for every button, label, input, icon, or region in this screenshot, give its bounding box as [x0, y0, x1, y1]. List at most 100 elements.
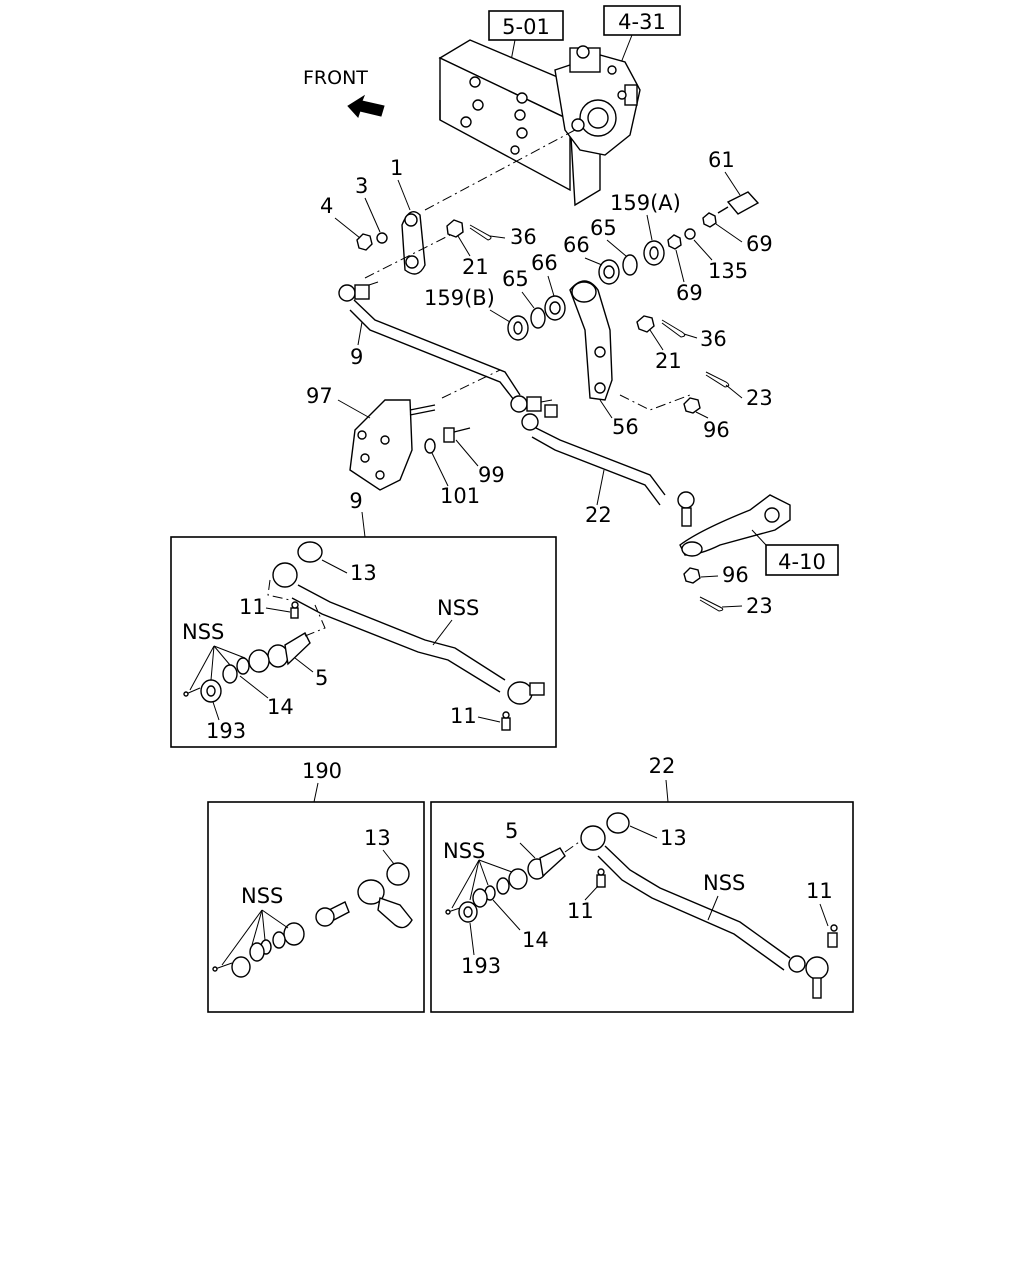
- callout-3: 3: [355, 174, 381, 233]
- svg-text:14: 14: [267, 695, 294, 719]
- dust-cover-part-13-190[interactable]: [386, 862, 410, 886]
- detail-22-callout-193: 193: [461, 922, 501, 978]
- seal-part-159b[interactable]: [507, 315, 529, 341]
- nut-part-69-lower[interactable]: [667, 234, 682, 250]
- svg-text:5: 5: [315, 666, 328, 690]
- svg-text:23: 23: [746, 594, 773, 618]
- callout-23-upper: 23: [725, 384, 773, 410]
- svg-text:36: 36: [510, 225, 537, 249]
- detail-9-callout-11-upper: 11: [239, 595, 291, 619]
- svg-text:65: 65: [502, 267, 529, 291]
- grease-nipple-part-11-22-right[interactable]: [827, 924, 838, 948]
- idler-arm-part-56[interactable]: [569, 280, 613, 401]
- callout-22: 22: [585, 469, 612, 527]
- callout-56: 56: [599, 399, 639, 439]
- grease-nipple-part-11-upper[interactable]: [290, 601, 299, 619]
- detail-22-callout-nss-parts: NSS: [443, 839, 485, 863]
- callout-23-lower: 23: [721, 594, 773, 618]
- bearing-part-66-lower[interactable]: [544, 295, 566, 321]
- svg-text:21: 21: [655, 349, 682, 373]
- cotter-pin-part-36-lower[interactable]: [661, 319, 686, 338]
- svg-text:13: 13: [660, 826, 687, 850]
- bolt-part-61[interactable]: [717, 191, 760, 215]
- callout-99: 99: [455, 439, 505, 487]
- svg-text:5: 5: [505, 819, 518, 843]
- svg-text:36: 36: [700, 327, 727, 351]
- svg-text:NSS: NSS: [182, 620, 224, 644]
- detail-22-callout-14: 14: [492, 899, 549, 952]
- grease-nipple-part-11-22-left[interactable]: [596, 868, 606, 888]
- svg-text:NSS: NSS: [443, 839, 485, 863]
- drag-link-part-9[interactable]: [338, 281, 553, 413]
- svg-text:96: 96: [722, 563, 749, 587]
- ball-stud-part-5-22[interactable]: [527, 847, 566, 880]
- nut-part-69-upper[interactable]: [702, 212, 717, 228]
- ring-part-65-upper[interactable]: [622, 254, 638, 276]
- callout-1: 1: [390, 156, 411, 211]
- callout-21-upper: 21: [457, 235, 489, 279]
- svg-text:69: 69: [676, 281, 703, 305]
- svg-text:9: 9: [349, 489, 362, 513]
- cotter-pin-part-36-upper[interactable]: [469, 224, 492, 241]
- svg-text:13: 13: [350, 561, 377, 585]
- svg-text:193: 193: [206, 719, 246, 743]
- detail-panel-22: 22: [430, 754, 854, 1013]
- castle-nut-part-21-upper[interactable]: [446, 219, 464, 238]
- detail-22-callout-11-left: 11: [567, 885, 599, 923]
- castle-nut-part-21-lower[interactable]: [636, 315, 655, 333]
- ref-box-4-31[interactable]: 4-31: [603, 5, 681, 36]
- svg-text:65: 65: [590, 216, 617, 240]
- end-cap-part-193-22[interactable]: [458, 901, 478, 923]
- svg-text:FRONT: FRONT: [303, 67, 368, 89]
- detail-9-callout-14: 14: [239, 675, 294, 719]
- svg-text:NSS: NSS: [703, 871, 745, 895]
- dust-cover-part-13[interactable]: [297, 541, 323, 563]
- detail-panel-190: 190 13 NSS: [207, 759, 425, 1013]
- washer-part-3[interactable]: [376, 232, 388, 244]
- callout-101: 101: [431, 452, 480, 508]
- callout-159a: 159(A): [610, 191, 681, 241]
- dust-cover-part-13-22[interactable]: [606, 812, 630, 834]
- pitman-arm-part-1[interactable]: [401, 211, 426, 275]
- bolt-part-99[interactable]: [443, 427, 471, 443]
- seal-part-159a[interactable]: [643, 240, 665, 266]
- bracket-part-97[interactable]: [349, 399, 436, 491]
- washer-part-101[interactable]: [424, 438, 436, 454]
- svg-text:23: 23: [746, 386, 773, 410]
- svg-text:99: 99: [478, 463, 505, 487]
- callout-96-upper: 96: [695, 411, 730, 442]
- svg-text:101: 101: [440, 484, 480, 508]
- ref-box-5-01[interactable]: 5-01: [488, 10, 564, 41]
- nut-part-96-lower[interactable]: [683, 567, 701, 584]
- svg-text:97: 97: [306, 384, 333, 408]
- svg-text:14: 14: [522, 928, 549, 952]
- tie-rod-part-22[interactable]: [521, 404, 695, 527]
- lock-washer-part-135[interactable]: [684, 228, 696, 240]
- ring-part-65-lower[interactable]: [530, 307, 546, 329]
- callout-4: 4: [320, 194, 361, 239]
- callout-21-lower: 21: [649, 329, 682, 373]
- ball-stud-part-5[interactable]: [267, 632, 311, 668]
- callout-61: 61: [708, 148, 741, 196]
- detail-panel-9: 9: [170, 489, 557, 748]
- svg-text:193: 193: [461, 954, 501, 978]
- front-arrow-icon: [347, 94, 385, 118]
- callout-135: 135: [693, 239, 748, 283]
- svg-text:11: 11: [450, 704, 477, 728]
- nut-part-4[interactable]: [356, 233, 373, 251]
- detail-9-callout-13: 13: [321, 559, 377, 585]
- cotter-pin-part-23-upper[interactable]: [705, 371, 730, 388]
- detail-9-callout-5: 5: [294, 657, 328, 690]
- steering-gear-box: [554, 45, 641, 156]
- svg-text:22: 22: [585, 503, 612, 527]
- cotter-pin-part-23-lower[interactable]: [699, 596, 724, 612]
- grease-nipple-part-11-lower[interactable]: [501, 711, 511, 731]
- end-cap-part-193[interactable]: [200, 679, 222, 703]
- detail-22-callout-11-right: 11: [806, 879, 833, 927]
- ref-box-4-10[interactable]: 4-10: [765, 544, 839, 576]
- svg-text:135: 135: [708, 259, 748, 283]
- nut-part-96-upper[interactable]: [683, 397, 701, 414]
- bearing-part-66-upper[interactable]: [598, 259, 620, 285]
- callout-69-lower: 69: [675, 249, 703, 305]
